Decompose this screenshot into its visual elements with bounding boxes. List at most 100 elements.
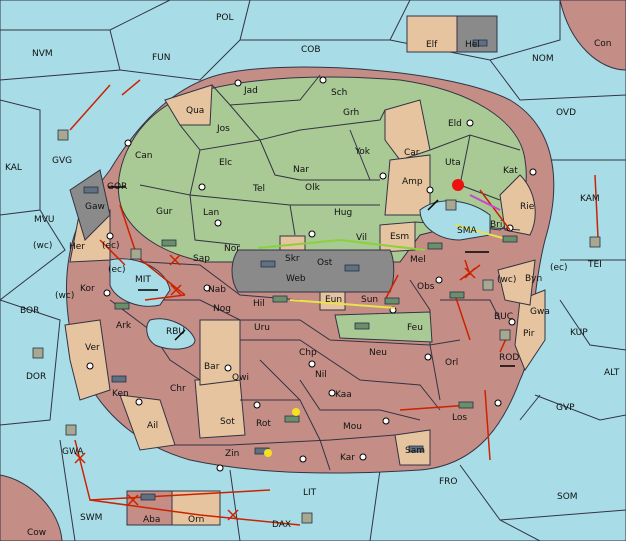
- ring-borders: [109, 259, 501, 471]
- band-province: [334, 311, 433, 343]
- label-Mel: Mel: [410, 255, 426, 265]
- label-Nar: Nar: [293, 165, 309, 175]
- label-Nil: Nil: [315, 370, 327, 380]
- label-Hug: Hug: [334, 208, 352, 218]
- label-NOM: NOM: [532, 54, 554, 64]
- inner-borders: [139, 74, 521, 246]
- label-Kar: Kar: [340, 453, 355, 463]
- label-Mou: Mou: [343, 422, 362, 432]
- label-GVP: GVP: [556, 403, 575, 413]
- label-wc1: (wc): [33, 241, 52, 251]
- label-Nog: Nog: [213, 304, 231, 314]
- label-TEI: TEI: [587, 260, 602, 270]
- label-Kor: Kor: [80, 284, 95, 294]
- label-Feu: Feu: [407, 323, 423, 333]
- label-Ail: Ail: [147, 421, 158, 431]
- grey-provinces: [69, 169, 395, 293]
- label-SWM: SWM: [80, 513, 102, 523]
- label-Hil: Hil: [253, 299, 265, 309]
- label-Grh: Grh: [343, 108, 359, 118]
- label-Ost: Ost: [317, 258, 333, 268]
- elf-box: [406, 15, 458, 53]
- rbu-lake: [146, 318, 196, 350]
- label-Ark: Ark: [116, 321, 132, 331]
- label-Los: Los: [452, 413, 467, 423]
- label-ALT: ALT: [604, 368, 620, 378]
- label-Elf: Elf: [426, 40, 438, 50]
- label-ec1: (ec): [102, 241, 120, 251]
- label-Amp: Amp: [402, 177, 423, 187]
- label-Pir: Pir: [523, 329, 535, 339]
- label-DOR: DOR: [26, 372, 46, 382]
- label-Jos: Jos: [216, 124, 230, 134]
- label-Her: Her: [69, 242, 85, 252]
- label-KAM: KAM: [580, 194, 600, 204]
- label-KUP: KUP: [570, 328, 588, 338]
- label-NVM: NVM: [32, 49, 53, 59]
- label-GVG: GVG: [52, 156, 72, 166]
- label-Chp: Chp: [299, 348, 317, 358]
- label-KAL: KAL: [5, 163, 22, 173]
- label-Qua: Qua: [186, 106, 204, 116]
- label-Zin: Zin: [225, 449, 239, 459]
- label-Sam: Sam: [405, 446, 425, 456]
- label-Olk: Olk: [305, 183, 321, 193]
- label-Sun: Sun: [361, 295, 378, 305]
- label-Gwa: Gwa: [530, 307, 550, 317]
- label-Tel: Tel: [252, 184, 265, 194]
- label-ec2: (ec): [108, 265, 126, 275]
- label-Esm: Esm: [390, 232, 409, 242]
- label-Rot: Rot: [256, 419, 271, 429]
- label-Neu: Neu: [369, 348, 387, 358]
- label-Elc: Elc: [219, 158, 232, 168]
- orn-box: [171, 490, 221, 526]
- label-Ken: Ken: [112, 389, 129, 399]
- convoy-arrows: [108, 186, 515, 367]
- order-arrows: [69, 79, 599, 526]
- label-Vil: Vil: [356, 233, 367, 243]
- label-Lan: Lan: [203, 208, 219, 218]
- label-Kat: Kat: [503, 166, 518, 176]
- label-DAX: DAX: [272, 520, 291, 530]
- label-Qwi: Qwi: [232, 373, 249, 383]
- label-Bar: Bar: [204, 362, 220, 372]
- label-MVU: MVU: [34, 215, 55, 225]
- label-Con: Con: [594, 39, 612, 49]
- label-Eun: Eun: [325, 295, 342, 305]
- label-FUN: FUN: [152, 53, 171, 63]
- label-Can: Can: [135, 151, 153, 161]
- label-Cow: Cow: [27, 528, 46, 538]
- label-Rie: Rie: [520, 202, 535, 212]
- support-lines: [257, 194, 511, 309]
- label-ec3: (ec): [550, 263, 568, 273]
- label-Skr: Skr: [285, 254, 300, 264]
- label-Eld: Eld: [448, 119, 462, 129]
- units: [32, 39, 601, 524]
- label-Hel: Hel: [465, 40, 480, 50]
- label-GOR: GOR: [107, 182, 127, 192]
- province-labels: POL COB NVM FUN NOM Con Elf Hel KAL GVG …: [5, 13, 620, 538]
- label-Bri: Bri: [490, 220, 502, 230]
- label-Orn: Orn: [188, 515, 204, 525]
- label-Sap: Sap: [193, 254, 210, 264]
- supply-centers: [86, 76, 537, 472]
- label-wc3: (wc): [497, 275, 516, 285]
- label-OVD: OVD: [556, 108, 576, 118]
- label-SOM: SOM: [557, 492, 578, 502]
- label-Sot: Sot: [220, 417, 235, 427]
- label-Gur: Gur: [156, 207, 173, 217]
- label-POL: POL: [216, 13, 234, 23]
- label-SMA: SMA: [457, 226, 477, 236]
- label-BOR: BOR: [20, 306, 39, 316]
- label-Orl: Orl: [445, 358, 458, 368]
- label-RBU: RBU: [166, 327, 185, 337]
- label-Nab: Nab: [208, 285, 226, 295]
- label-Uta: Uta: [445, 158, 461, 168]
- label-GWA: GWA: [62, 447, 84, 457]
- label-LIT: LIT: [303, 488, 317, 498]
- label-Nor: Nor: [224, 244, 240, 254]
- label-Uru: Uru: [254, 323, 270, 333]
- label-Gaw: Gaw: [85, 202, 105, 212]
